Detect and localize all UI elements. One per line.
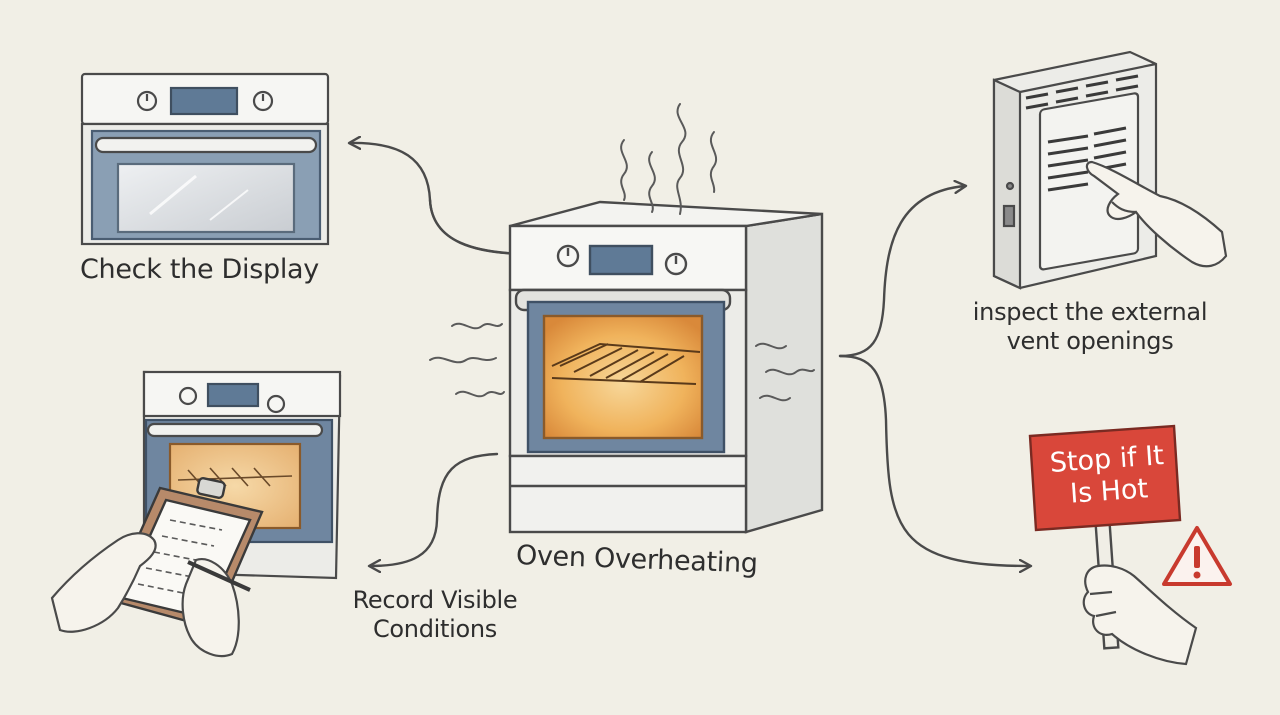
vent-panel — [992, 50, 1158, 290]
check-display-oven — [80, 72, 330, 246]
label-check-display: Check the Display — [80, 254, 319, 285]
connectors — [350, 143, 1030, 566]
heat-waves-top — [620, 103, 717, 215]
heat-waves-left — [429, 322, 505, 398]
hand-pointing — [1085, 160, 1228, 268]
arrow-to-stop-sign — [838, 354, 1030, 566]
label-inspect-vents: inspect the external vent openings — [972, 298, 1208, 355]
arrow-to-record — [370, 452, 499, 566]
warning-icon — [1162, 526, 1232, 586]
stop-sign-text: Stop if It Is Hot — [1048, 440, 1165, 510]
label-record-conditions: Record Visible Conditions — [352, 586, 518, 643]
heat-waves-right — [755, 342, 815, 402]
hand-holding-sign — [1082, 564, 1198, 666]
central-oven — [508, 200, 824, 534]
hands-writing — [50, 532, 251, 658]
branch-trunk — [838, 186, 965, 358]
